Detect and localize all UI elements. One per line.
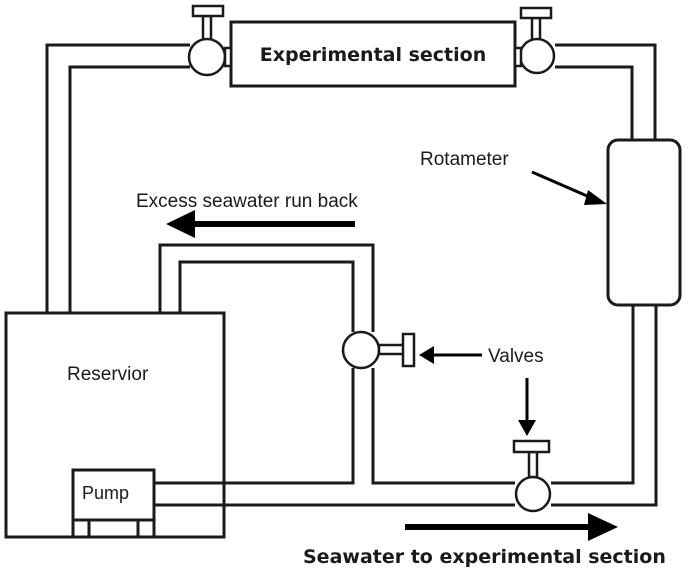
valves-label: Valves xyxy=(488,346,544,367)
return-pipe-inner xyxy=(178,260,355,332)
valve-top-right xyxy=(513,6,556,75)
supply-flow-label: Seawater to experimental section xyxy=(303,546,666,568)
return-pipe-outer xyxy=(158,243,375,332)
pipe-left-outer xyxy=(45,43,190,313)
rotameter-pointer-arrow xyxy=(531,170,607,205)
pipe-bypass-to-valve xyxy=(371,368,515,485)
rotameter xyxy=(606,138,682,307)
experimental-section-label: Experimental section xyxy=(260,44,486,66)
reservoir-tank xyxy=(4,311,226,539)
pipe-left-inner xyxy=(68,65,190,313)
valve-pointer-arrow-down xyxy=(518,378,536,436)
pipe-pump-outlet-top xyxy=(154,368,355,485)
pipe-bottom-right-inner xyxy=(551,305,635,485)
valve-top-left xyxy=(187,4,233,77)
supply-flow-arrow xyxy=(405,513,618,541)
reservoir-label: Reservior xyxy=(67,364,149,385)
pipe-right-inner xyxy=(555,65,634,140)
valve-pointer-arrow-left xyxy=(419,346,482,364)
valve-supply xyxy=(512,439,552,513)
valve-bypass xyxy=(341,330,416,370)
return-flow-arrow xyxy=(166,210,355,238)
experimental-section xyxy=(229,20,517,88)
pipe-right-outer xyxy=(555,43,657,140)
rotameter-label: Rotameter xyxy=(420,149,509,170)
pipe-bottom-right-outer xyxy=(551,305,658,507)
return-flow-label: Excess seawater run back xyxy=(136,191,358,212)
pump-label: Pump xyxy=(82,483,129,503)
pump xyxy=(71,468,156,539)
